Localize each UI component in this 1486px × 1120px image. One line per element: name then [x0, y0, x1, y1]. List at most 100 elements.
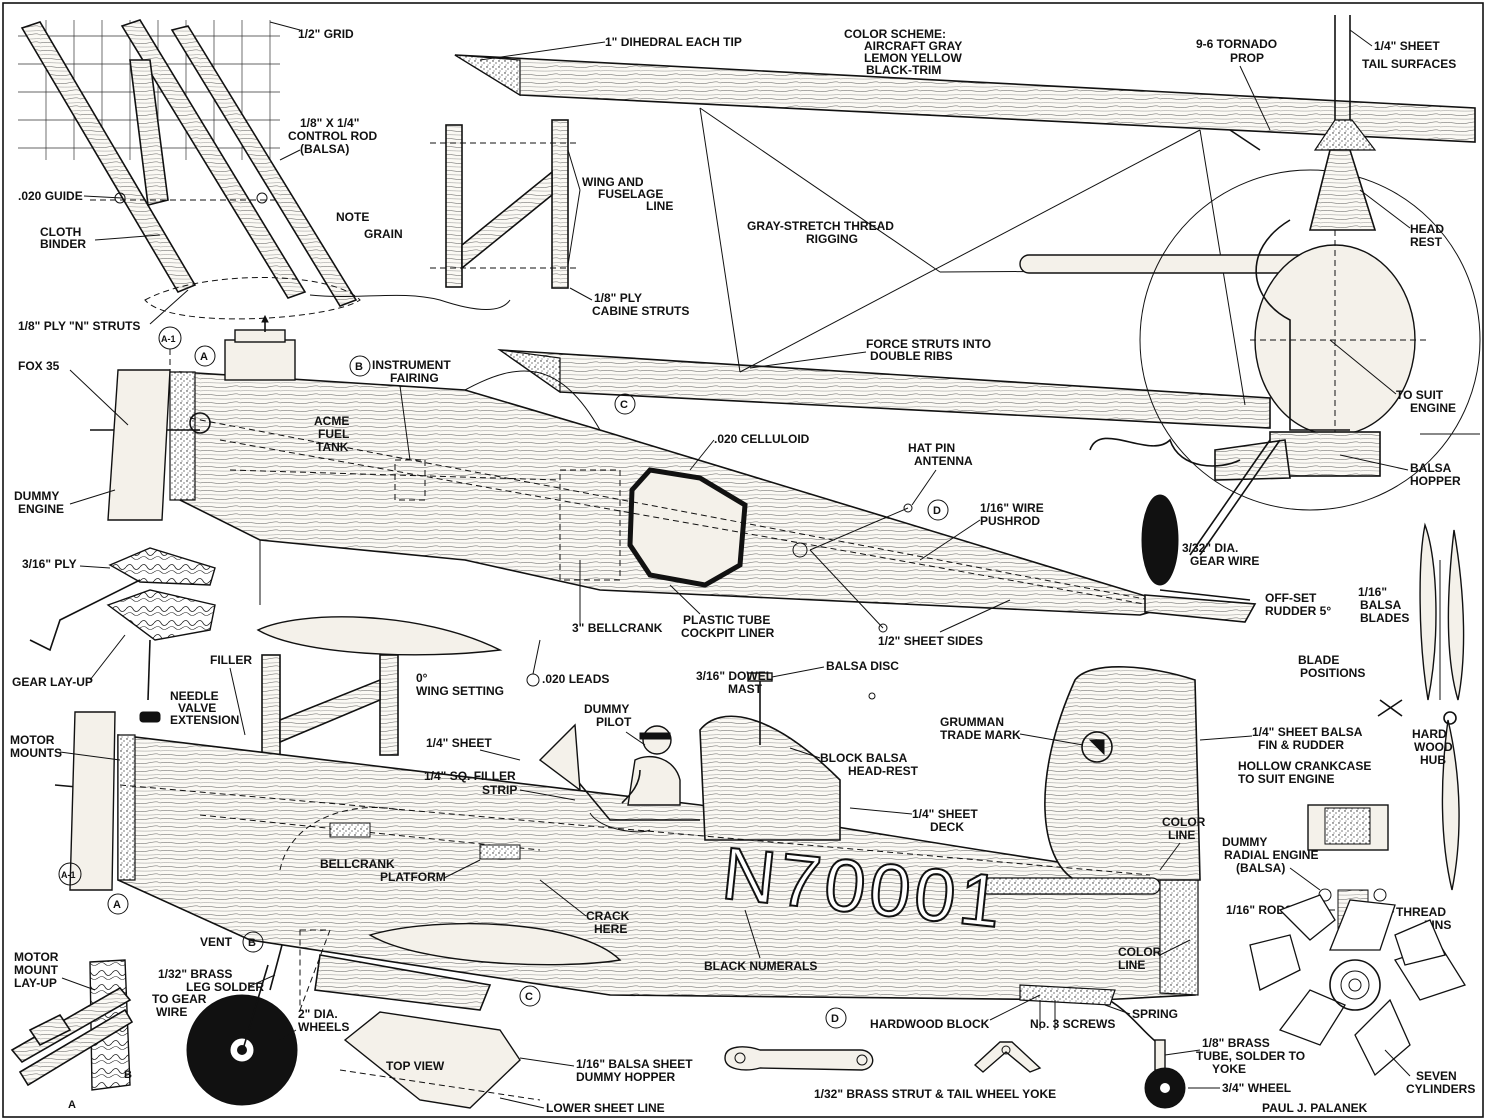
svg-text:C: C — [525, 991, 533, 1003]
label-dummy-engine-1: DUMMY — [14, 489, 59, 503]
label-filler-strip-1: 1/4" SQ. FILLER — [424, 769, 516, 783]
label-black-numerals: BLACK NUMERALS — [704, 959, 817, 973]
label-ply: 3/16" PLY — [22, 557, 77, 571]
label-pushrod-2: PUSHROD — [980, 514, 1040, 528]
label-color-line-2: LINE — [1168, 828, 1195, 842]
label-tail-surfaces-2: TAIL SURFACES — [1362, 57, 1456, 71]
label-dummy-engine-2: ENGINE — [18, 502, 64, 516]
control-rod — [170, 25, 358, 307]
label-blade-positions-2: POSITIONS — [1300, 666, 1365, 680]
label-fin-rudder-2: FIN & RUDDER — [1258, 738, 1344, 752]
label-cockpit-liner-1: PLASTIC TUBE — [683, 613, 770, 627]
label-color-scheme-1: COLOR SCHEME: — [844, 27, 946, 41]
label-brass-leg-3: TO GEAR — [152, 992, 207, 1006]
svg-text:D: D — [933, 505, 941, 517]
label-grumman-1: GRUMMAN — [940, 715, 1004, 729]
label-gear-wire-1: 3/32" DIA. — [1182, 541, 1238, 555]
label-vent: VENT — [200, 935, 233, 949]
label-dihedral: 1" DIHEDRAL EACH TIP — [605, 35, 742, 49]
label-pushrod-1: 1/16" WIRE — [980, 501, 1044, 515]
label-balsa-blades-2: BALSA — [1360, 598, 1402, 612]
label-blade-positions-1: BLADE — [1298, 653, 1339, 667]
tail-wheel-drawing — [1019, 984, 1186, 1109]
label-radial-engine-1: DUMMY — [1222, 835, 1267, 849]
label-fuel-tank-1: ACME — [314, 414, 349, 428]
label-thread-fins-1: THREAD — [1396, 905, 1446, 919]
label-deck-2: DECK — [930, 820, 964, 834]
label-antenna-1: HAT PIN — [908, 441, 955, 455]
label-wheels-2: WHEELS — [298, 1020, 349, 1034]
label-guide: .020 GUIDE — [18, 189, 83, 203]
label-brass-tube-3: YOKE — [1212, 1062, 1246, 1076]
marker-c-side: C — [519, 985, 541, 1007]
label-bellcrank-platform-1: BELLCRANK — [320, 857, 395, 871]
label-rigging-2: RIGGING — [806, 232, 858, 246]
pilot-figure-icon — [538, 723, 681, 806]
label-fuel-tank-3: TANK — [316, 440, 349, 454]
label-gear-layup: GEAR LAY-UP — [12, 675, 93, 689]
cabane-struts-drawing — [430, 119, 580, 289]
marker-a-side: A — [107, 893, 129, 915]
label-screws: No. 3 SCREWS — [1030, 1017, 1115, 1031]
label-lower-sheet-line: LOWER SHEET LINE — [546, 1101, 665, 1115]
motor-mount-layup-drawing — [10, 959, 134, 1091]
label-filler: FILLER — [210, 653, 252, 667]
label-hub-3: HUB — [1420, 753, 1446, 767]
label-offset-rudder-2: RUDDER 5° — [1265, 604, 1331, 618]
gear-layup-drawing — [29, 547, 216, 701]
svg-text:C: C — [620, 399, 628, 411]
label-dummy-pilot-2: PILOT — [596, 715, 632, 729]
label-radial-engine-3: (BALSA) — [1236, 861, 1285, 875]
top-view-fuselage — [90, 294, 1257, 633]
label-cloth-binder-2: BINDER — [40, 237, 86, 251]
label-rigging-1: GRAY-STRETCH THREAD — [747, 219, 894, 233]
label-instrument-fairing-1: INSTRUMENT — [372, 358, 451, 372]
marker-a-layup: A — [68, 1099, 76, 1111]
n-strut-left-leg — [20, 21, 197, 294]
label-needle-valve-1: NEEDLE — [170, 689, 219, 703]
label-tail-surfaces-1: 1/4" SHEET — [1374, 39, 1440, 53]
label-needle-valve-2: VALVE — [178, 701, 216, 715]
label-cabine-struts-2: CABINE STRUTS — [592, 304, 689, 318]
label-fuel-tank-2: FUEL — [318, 427, 349, 441]
label-force-struts-2: DOUBLE RIBS — [870, 349, 953, 363]
label-color-scheme-2: AIRCRAFT GRAY — [864, 39, 962, 53]
label-balsa-disc: BALSA DISC — [826, 659, 899, 673]
label-block-balsa-1: BLOCK BALSA — [820, 751, 908, 765]
label-dummy-hopper-2: DUMMY HOPPER — [576, 1070, 675, 1084]
label-brass-leg-1: 1/32" BRASS — [158, 967, 232, 981]
label-deck-1: 1/4" SHEET — [912, 807, 978, 821]
upper-wing-drawing — [454, 54, 1476, 429]
radial-engine-icon — [1249, 804, 1466, 1077]
label-crack-here-2: HERE — [594, 922, 627, 936]
n-strut-right-leg — [120, 19, 307, 299]
label-top-view: TOP VIEW — [386, 1059, 445, 1073]
svg-text:B: B — [248, 937, 256, 949]
label-motor-mount-layup-3: LAY-UP — [14, 976, 57, 990]
label-color-scheme-4: BLACK-TRIM — [866, 63, 941, 77]
label-quarter-sheet: 1/4" SHEET — [426, 736, 492, 750]
label-head-rest-1: HEAD — [1410, 222, 1444, 236]
label-control-rod-2: CONTROL ROD — [288, 129, 377, 143]
label-to-suit-engine-2: ENGINE — [1410, 401, 1456, 415]
marker-a-top: A — [194, 345, 216, 367]
label-prop-1: 9-6 TORNADO — [1196, 37, 1277, 51]
label-fin-rudder-1: 1/4" SHEET BALSA — [1252, 725, 1363, 739]
label-rods: 1/16" RODS — [1226, 903, 1293, 917]
wheel-icon — [186, 929, 331, 1106]
label-cockpit-liner-2: COCKPIT LINER — [681, 626, 775, 640]
svg-text:A-1: A-1 — [61, 870, 76, 880]
label-color-line-3: COLOR — [1118, 945, 1162, 959]
label-crankcase-1: HOLLOW CRANKCASE — [1238, 759, 1371, 773]
label-hub-1: HARD — [1412, 727, 1447, 741]
dummy-hopper-drawing — [314, 954, 541, 1109]
label-control-rod-3: (BALSA) — [300, 142, 349, 156]
label-needle-valve-3: EXTENSION — [170, 713, 239, 727]
label-motor-mount-layup-1: MOTOR — [14, 950, 59, 964]
label-brass-leg-4: WIRE — [156, 1005, 187, 1019]
label-block-balsa-2: HEAD-REST — [848, 764, 919, 778]
label-antenna-2: ANTENNA — [914, 454, 973, 468]
label-radial-engine-2: RADIAL ENGINE — [1224, 848, 1318, 862]
